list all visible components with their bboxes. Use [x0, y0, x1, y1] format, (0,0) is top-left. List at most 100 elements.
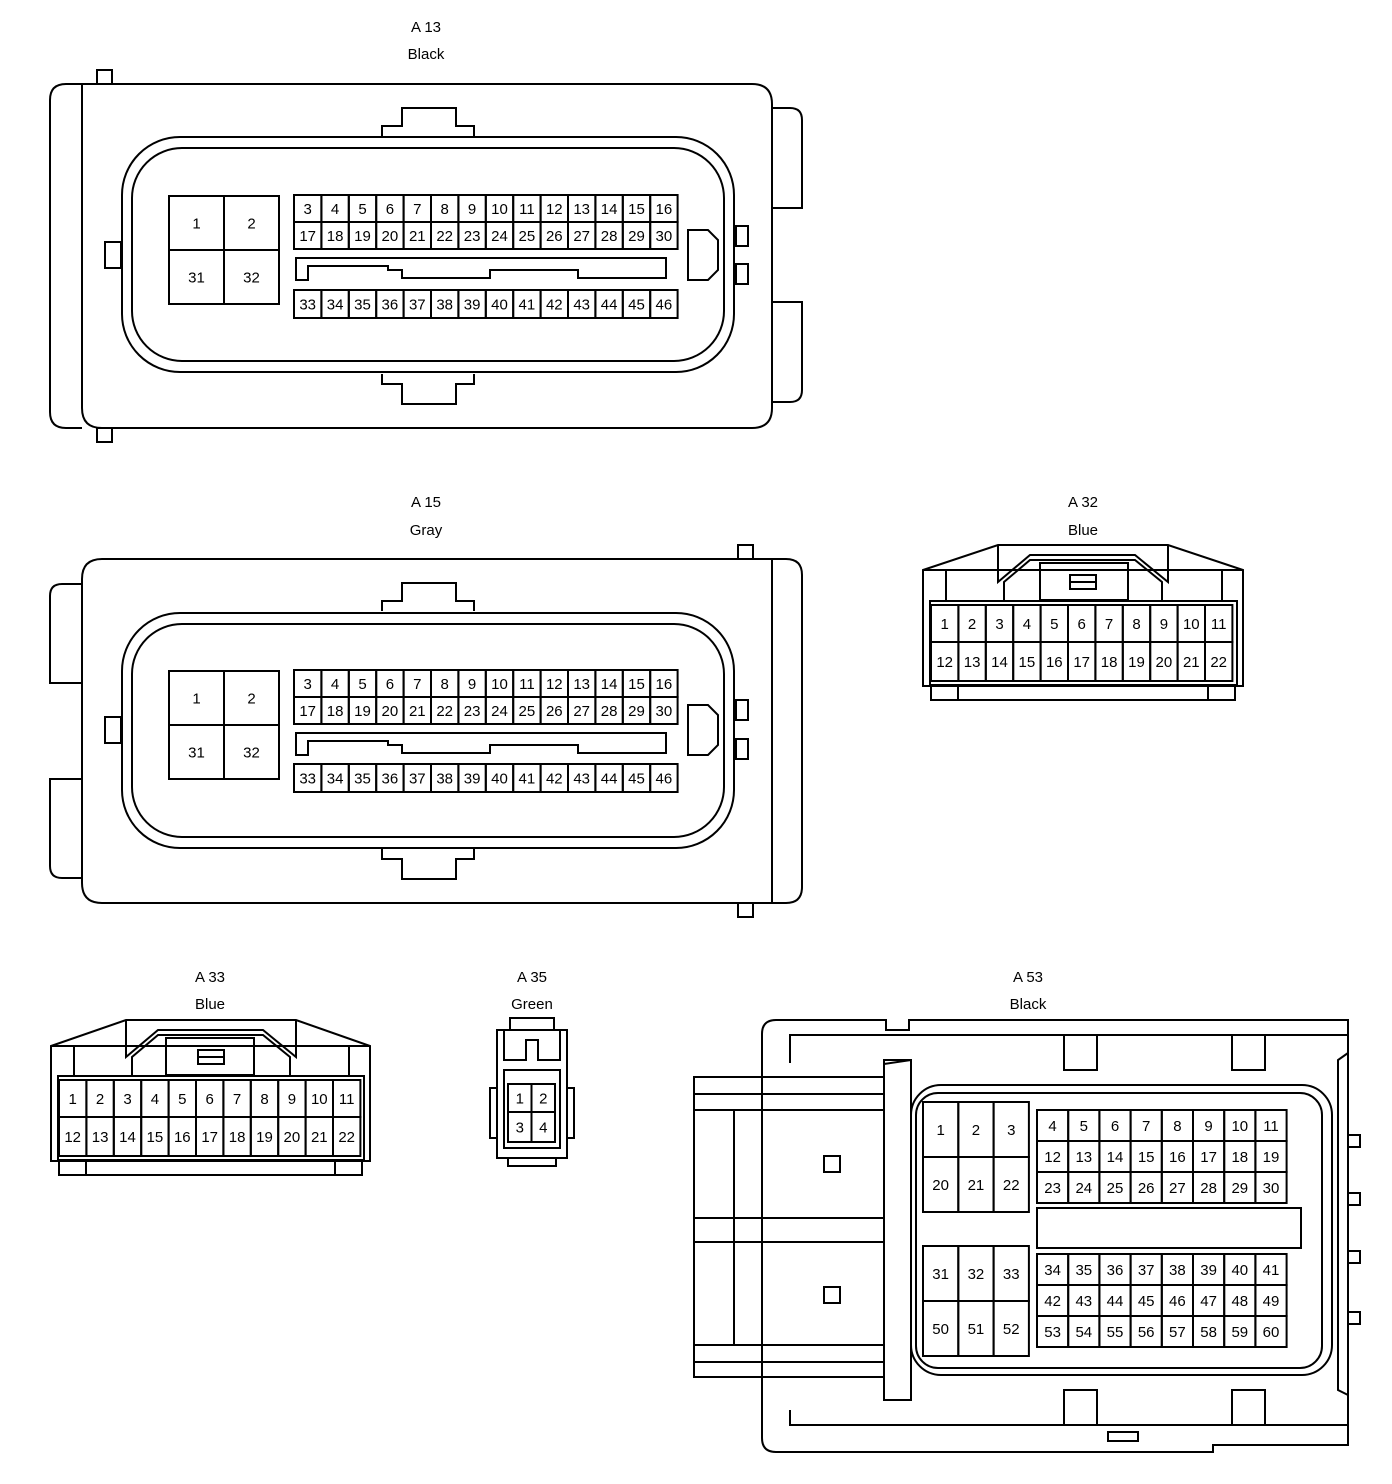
pin-number: 27 [1169, 1180, 1186, 1197]
pin-number: 28 [601, 703, 618, 720]
pin-cell [649, 696, 679, 725]
pin-number: 21 [1183, 654, 1200, 671]
pin-number: 12 [1044, 1149, 1061, 1166]
pin-number: 36 [1107, 1262, 1124, 1279]
pin-number: 5 [358, 676, 366, 693]
pin-number: 22 [436, 703, 453, 720]
pin-number: 1 [192, 216, 200, 233]
pin-number: 22 [1003, 1177, 1020, 1194]
pin-number: 35 [354, 297, 371, 314]
connector-a13-housing [49, 69, 803, 443]
pin-number: 2 [96, 1091, 104, 1108]
pin-number: 1 [192, 691, 200, 708]
pin-cell [649, 221, 679, 250]
pin-number: 31 [932, 1266, 949, 1283]
pin-number: 9 [468, 676, 476, 693]
pin-number: 19 [256, 1129, 273, 1146]
pin-number: 13 [573, 676, 590, 693]
pin-number: 12 [546, 201, 563, 218]
pin-number: 7 [1105, 616, 1113, 633]
pin-number: 47 [1200, 1293, 1217, 1310]
pin-number: 38 [1169, 1262, 1186, 1279]
pin-number: 28 [601, 228, 618, 245]
pin-number: 7 [233, 1091, 241, 1108]
pin-number: 36 [382, 297, 399, 314]
pin-number: 4 [151, 1091, 159, 1108]
pin-number: 57 [1169, 1324, 1186, 1341]
pin-number: 18 [327, 228, 344, 245]
pin-number: 22 [338, 1129, 355, 1146]
connector-a15-housing [49, 544, 803, 918]
pin-number: 4 [539, 1120, 547, 1137]
pin-number: 54 [1075, 1324, 1092, 1341]
pin-number: 19 [1128, 654, 1145, 671]
pin-cell [223, 724, 280, 780]
pin-number: 24 [491, 703, 508, 720]
pin-number: 16 [1046, 654, 1063, 671]
pin-number: 48 [1231, 1293, 1248, 1310]
connector-a35-housing [489, 1017, 575, 1167]
pin-number: 13 [964, 654, 981, 671]
pin-number: 44 [601, 297, 618, 314]
pin-number: 40 [1231, 1262, 1248, 1279]
pin-number: 3 [1007, 1122, 1015, 1139]
pin-number: 7 [1142, 1118, 1150, 1135]
pin-number: 33 [1003, 1266, 1020, 1283]
pin-number: 3 [516, 1120, 524, 1137]
pin-number: 31 [188, 270, 205, 287]
pin-number: 2 [247, 691, 255, 708]
pin-number: 14 [991, 654, 1008, 671]
pin-number: 42 [546, 297, 563, 314]
pin-number: 1 [516, 1091, 524, 1108]
pin-number: 16 [174, 1129, 191, 1146]
pin-number: 36 [382, 771, 399, 788]
connector-a15-color: Gray [410, 522, 443, 539]
pin-number: 1 [941, 616, 949, 633]
pin-number: 31 [188, 745, 205, 762]
pin-number: 29 [628, 703, 645, 720]
pin-number: 4 [1048, 1118, 1056, 1135]
pin-number: 12 [546, 676, 563, 693]
pin-number: 10 [311, 1091, 328, 1108]
pin-cell [649, 289, 679, 319]
pin-cell [1204, 641, 1234, 682]
pin-number: 58 [1200, 1324, 1217, 1341]
pin-number: 26 [546, 703, 563, 720]
pin-cell [992, 1156, 1030, 1213]
pin-number: 11 [339, 1091, 355, 1108]
pin-number: 55 [1107, 1324, 1124, 1341]
pin-number: 44 [1107, 1293, 1124, 1310]
pin-number: 23 [464, 703, 481, 720]
pin-number: 37 [1138, 1262, 1155, 1279]
pin-number: 38 [436, 771, 453, 788]
pin-number: 25 [519, 228, 536, 245]
pin-number: 20 [932, 1177, 949, 1194]
pin-number: 30 [1263, 1180, 1280, 1197]
pin-number: 10 [491, 201, 508, 218]
pin-number: 4 [331, 201, 339, 218]
pin-number: 26 [1138, 1180, 1155, 1197]
pin-number: 45 [628, 771, 645, 788]
pin-number: 11 [1263, 1118, 1279, 1135]
pin-cell [1254, 1315, 1288, 1348]
pin-number: 1 [69, 1091, 77, 1108]
pin-number: 7 [413, 676, 421, 693]
pin-number: 43 [1075, 1293, 1092, 1310]
pin-number: 40 [491, 771, 508, 788]
pin-number: 43 [573, 771, 590, 788]
connector-a33-color: Blue [195, 996, 225, 1013]
pin-number: 29 [628, 228, 645, 245]
pin-number: 42 [1044, 1293, 1061, 1310]
pin-number: 6 [206, 1091, 214, 1108]
pin-number: 24 [1075, 1180, 1092, 1197]
pin-number: 17 [1200, 1149, 1217, 1166]
pin-number: 10 [491, 676, 508, 693]
pin-number: 34 [327, 297, 344, 314]
pin-number: 23 [464, 228, 481, 245]
pin-number: 8 [1173, 1118, 1181, 1135]
